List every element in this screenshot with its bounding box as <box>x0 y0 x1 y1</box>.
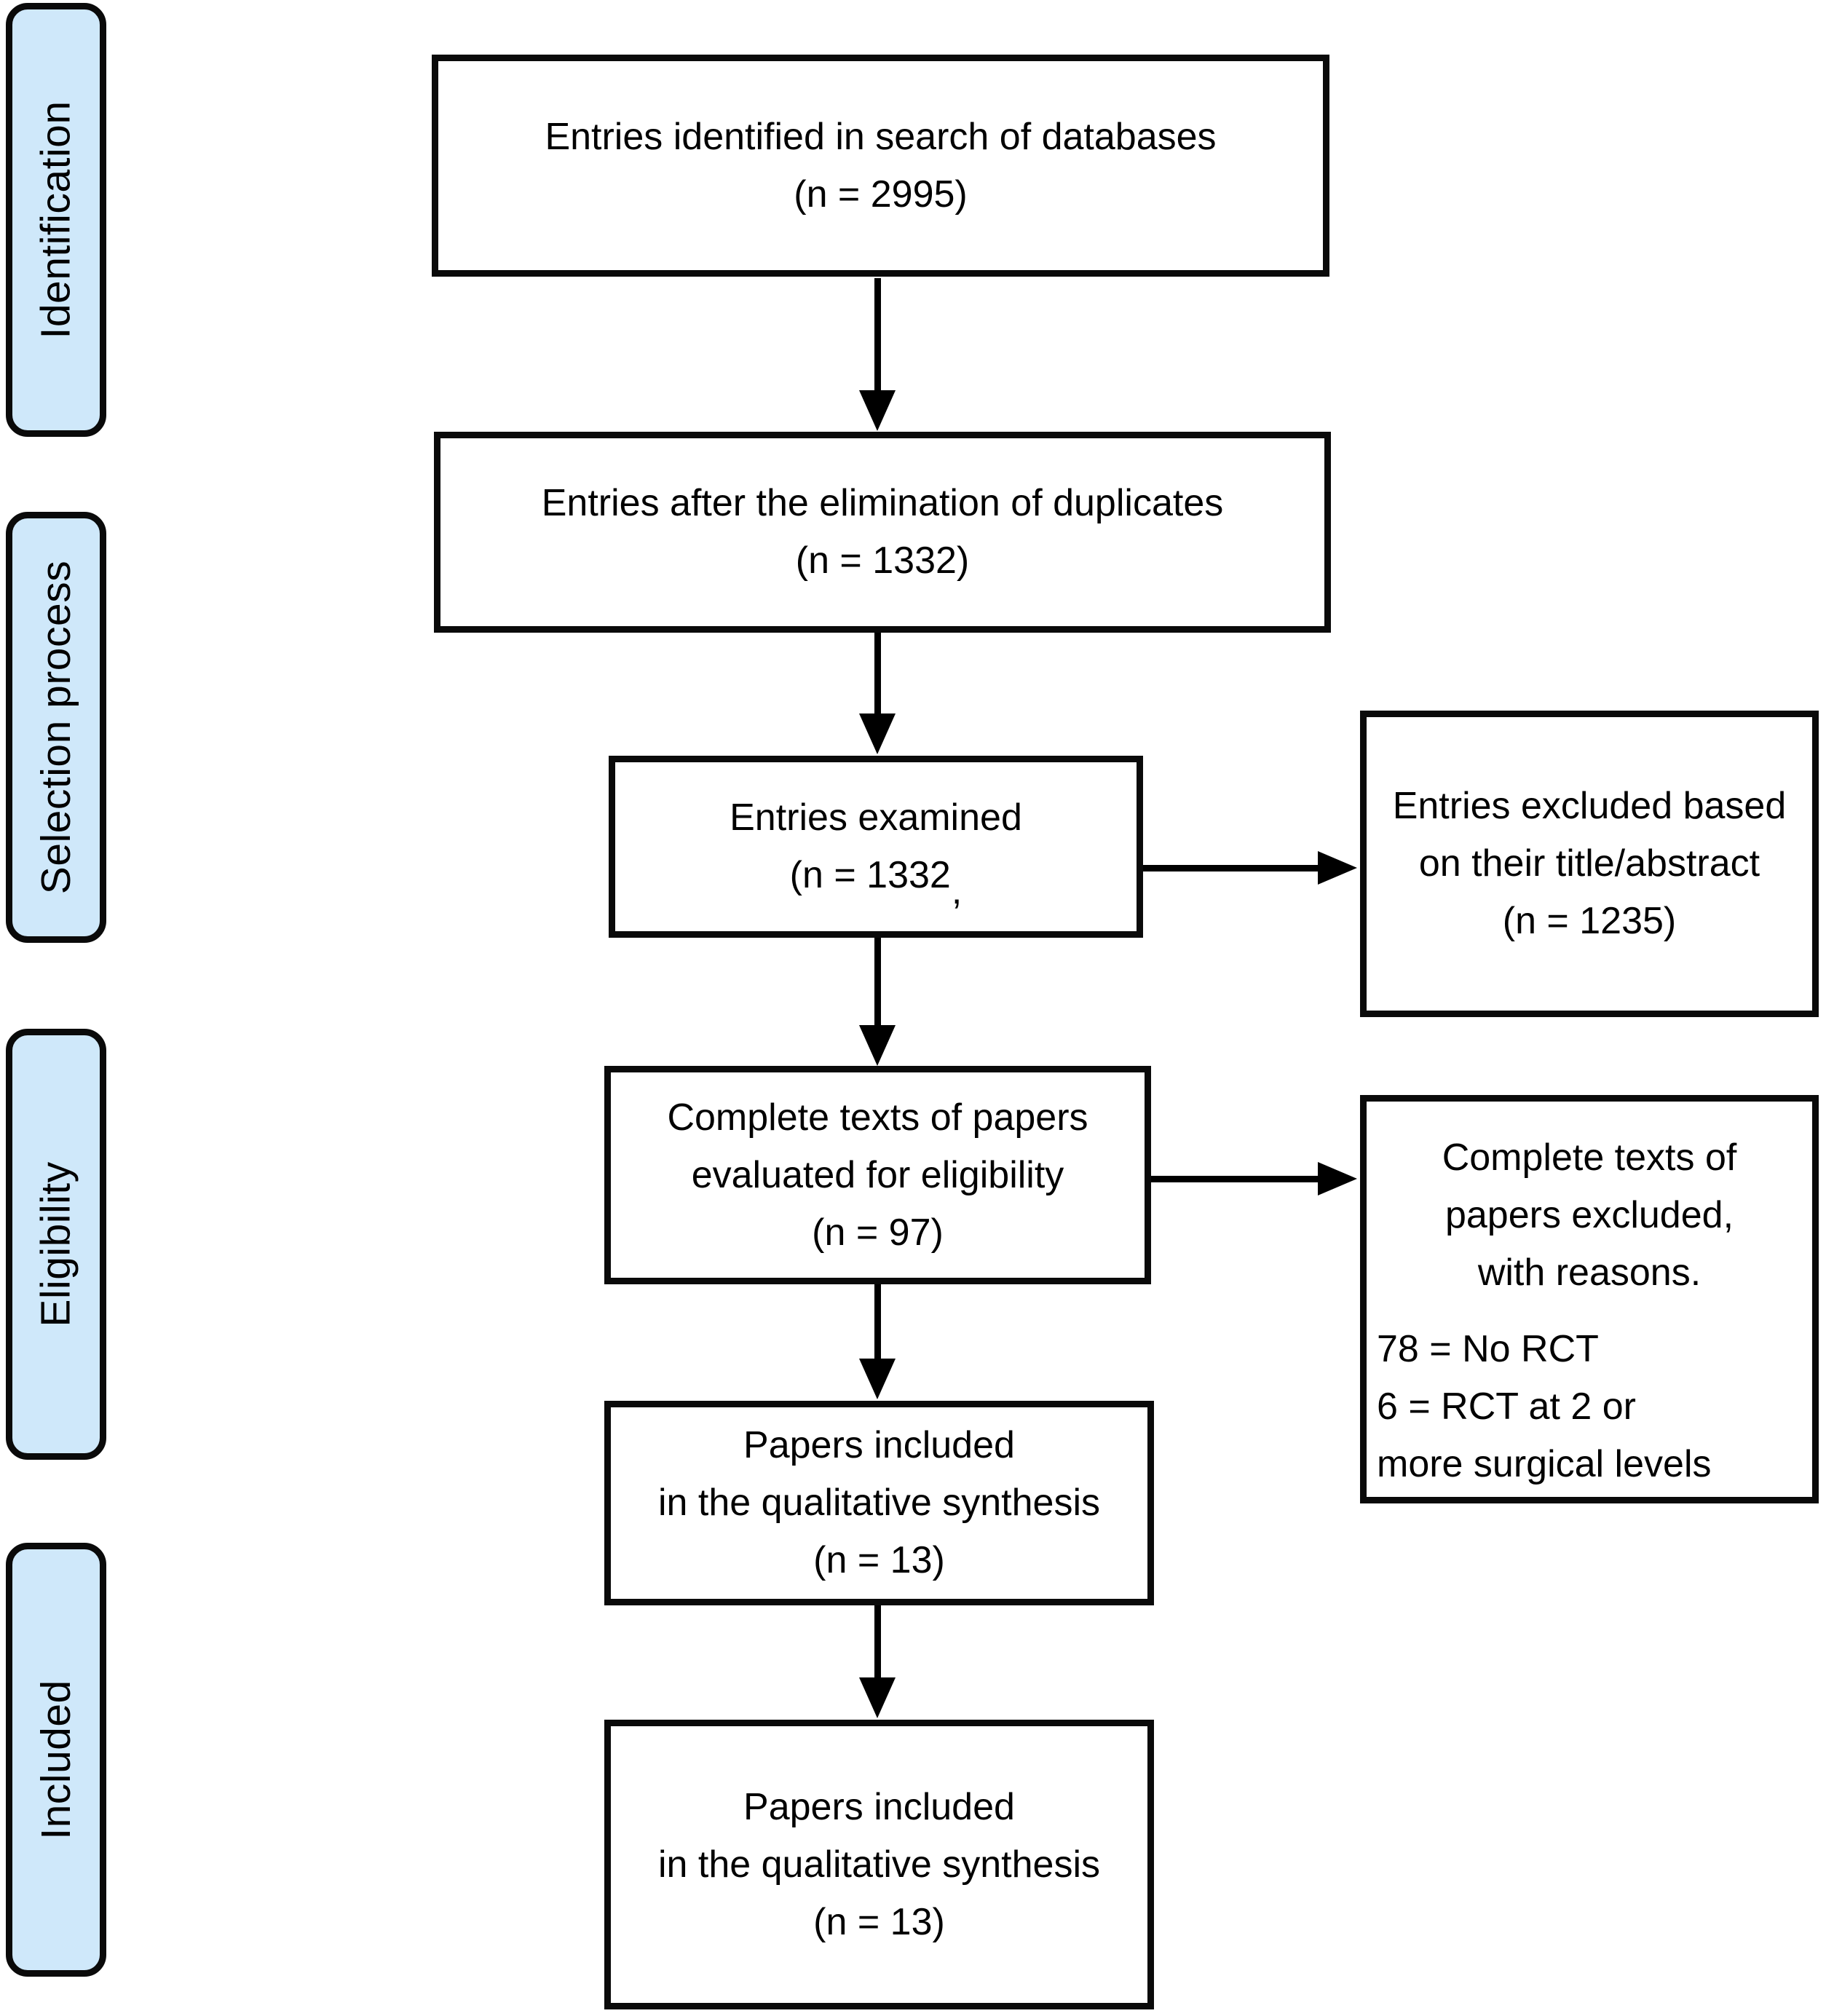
exclusion-reason: 78 = No RCT <box>1377 1328 1599 1370</box>
flow-box-fulltext-evaluated: Complete texts of papers evaluated for e… <box>604 1066 1151 1284</box>
box-line: Papers included <box>743 1424 1015 1466</box>
box-line: (n = 1235) <box>1502 900 1677 942</box>
box-line: evaluated for eligibility <box>691 1153 1064 1196</box>
box-line: Complete texts of papers <box>667 1096 1088 1139</box>
flow-box-entries-identified: Entries identified in search of database… <box>432 55 1329 277</box>
exclusion-reason: 6 = RCT at 2 or <box>1377 1385 1636 1428</box>
stray-comma-mark: , <box>951 869 963 912</box>
box-line: with reasons. <box>1477 1252 1702 1294</box>
stage-selection-process: Selection process <box>6 512 106 943</box>
box-line: (n = 2995) <box>794 173 968 216</box>
arrow-head-down-icon <box>859 1677 896 1718</box>
box-line: (n = 1332) <box>795 539 970 582</box>
arrow-line <box>1143 865 1319 871</box>
box-line: Entries identified in search of database… <box>545 115 1217 158</box>
stage-identification: Identification <box>6 3 106 437</box>
stage-label: Selection process <box>33 560 79 895</box>
arrow-line <box>1151 1176 1319 1182</box>
arrow-head-right-icon <box>1318 851 1357 885</box>
box-line: on their title/abstract <box>1418 842 1760 885</box>
arrow-line <box>874 1284 881 1360</box>
box-line: Entries excluded based <box>1392 785 1787 827</box>
flow-box-qualitative-synthesis-2: Papers included in the qualitative synth… <box>604 1720 1154 2009</box>
arrow-head-down-icon <box>859 390 896 431</box>
flow-box-entries-examined: Entries examined (n = 1332, <box>609 756 1143 938</box>
exclusion-reasons-list: 78 = No RCT 6 = RCT at 2 or more surgica… <box>1367 1321 1712 1493</box>
arrow-head-down-icon <box>859 1359 896 1399</box>
side-box-centered-text: Complete texts of papers excluded, with … <box>1442 1129 1737 1302</box>
arrow-line <box>874 278 881 392</box>
box-line: (n = 97) <box>812 1211 944 1254</box>
box-line: in the qualitative synthesis <box>657 1482 1100 1524</box>
stage-label: Identification <box>33 100 80 339</box>
box-line: Papers included <box>743 1785 1015 1828</box>
arrow-line <box>874 938 881 1027</box>
flow-box-after-duplicate-removal: Entries after the elimination of duplica… <box>434 432 1331 633</box>
box-line: (n = 1332, <box>789 847 963 912</box>
box-line: (n = 13) <box>813 1539 945 1581</box>
box-line-text: (n = 1332 <box>789 854 951 896</box>
arrow-head-down-icon <box>859 713 896 754</box>
exclusion-reason: more surgical levels <box>1377 1443 1712 1485</box>
stage-included: Included <box>6 1543 106 1977</box>
stage-eligibility: Eligibility <box>6 1029 106 1460</box>
arrow-head-right-icon <box>1318 1162 1357 1195</box>
arrow-line <box>874 633 881 715</box>
stage-label: Eligibility <box>33 1161 79 1327</box>
box-line: Entries examined <box>730 796 1022 839</box>
box-line: Entries after the elimination of duplica… <box>541 482 1224 524</box>
box-line: in the qualitative synthesis <box>657 1843 1100 1886</box>
arrow-line <box>874 1605 881 1679</box>
side-box-excluded-title-abstract: Entries excluded based on their title/ab… <box>1360 711 1819 1017</box>
box-line: (n = 13) <box>813 1900 945 1943</box>
box-line: papers excluded, <box>1444 1194 1734 1236</box>
stage-label: Included <box>33 1680 80 1840</box>
flow-box-qualitative-synthesis-1: Papers included in the qualitative synth… <box>604 1401 1154 1605</box>
arrow-head-down-icon <box>859 1025 896 1066</box>
box-line: Complete texts of <box>1442 1137 1737 1179</box>
side-box-excluded-fulltext-reasons: Complete texts of papers excluded, with … <box>1360 1095 1819 1503</box>
